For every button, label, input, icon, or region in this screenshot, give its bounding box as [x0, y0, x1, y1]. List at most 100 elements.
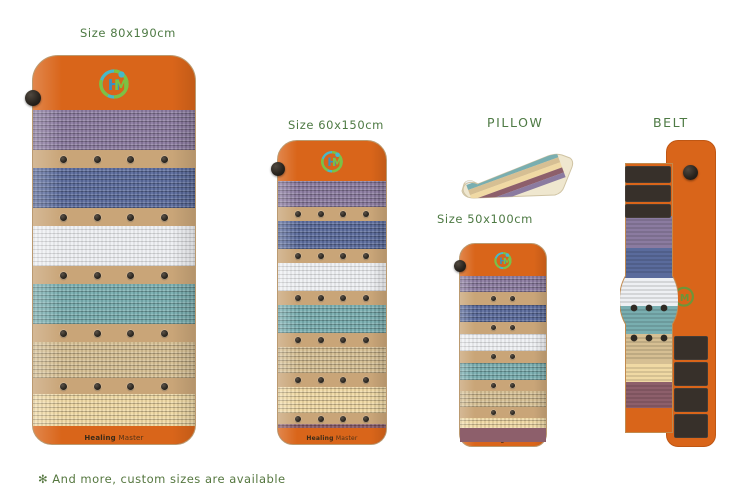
band-purple — [33, 110, 195, 150]
pillow-illustration — [461, 153, 574, 199]
dot-row — [33, 212, 195, 222]
size-label-mat-medium: Size 60x150cm — [288, 118, 384, 132]
size-label-mat-small: Size 50x100cm — [437, 212, 533, 226]
custom-sizes-caption: ✻ And more, custom sizes are available — [38, 472, 286, 486]
stone-dot — [59, 213, 67, 221]
stone-dot — [490, 354, 496, 359]
stone-dot — [93, 382, 101, 390]
product-mat-small[interactable]: H M — [454, 243, 547, 447]
dot-row — [460, 353, 546, 360]
velcro-strip — [674, 414, 708, 438]
stone-dot — [363, 416, 370, 422]
mat-head-panel: H M — [33, 56, 195, 110]
stone-dot — [363, 253, 370, 259]
dot-row — [460, 295, 546, 302]
power-connector-knob[interactable] — [683, 165, 698, 180]
product-pillow[interactable] — [452, 140, 577, 202]
stone-dot — [161, 155, 169, 163]
band-khaki — [33, 342, 195, 378]
mat-body: H M — [459, 243, 547, 447]
stone-dot — [363, 211, 370, 217]
band-slate-blue — [33, 168, 195, 208]
svg-text:M: M — [114, 78, 128, 94]
velcro-strip — [625, 204, 671, 218]
stone-dot — [340, 416, 347, 422]
dot-row — [278, 376, 386, 384]
stone-dot — [59, 155, 67, 163]
velcro-strip — [674, 388, 708, 412]
stone-dot — [93, 329, 101, 337]
stone-dot — [363, 377, 370, 383]
stone-dot — [294, 211, 301, 217]
band-white — [460, 334, 546, 351]
svg-text:M: M — [503, 256, 511, 266]
product-mat-medium[interactable]: H M — [271, 140, 387, 445]
band-khaki — [460, 391, 546, 407]
hm-monogram-logo: H M — [494, 252, 512, 270]
dot-row — [460, 324, 546, 331]
stone-dot — [294, 253, 301, 259]
stone-dot — [317, 377, 324, 383]
stone-dot — [127, 382, 135, 390]
band-khaki — [278, 347, 386, 373]
stone-dot — [294, 295, 301, 301]
band-light-yellow — [33, 394, 195, 428]
stone-dot — [59, 271, 67, 279]
dot-row — [33, 270, 195, 280]
stone-dot — [317, 211, 324, 217]
stone-dot — [59, 382, 67, 390]
svg-text:M: M — [332, 157, 342, 169]
stone-dot — [340, 211, 347, 217]
stone-dot — [127, 155, 135, 163]
dot-row — [278, 294, 386, 302]
band-teal — [33, 284, 195, 324]
stone-dot — [161, 382, 169, 390]
stone-dot — [317, 337, 324, 343]
stone-dot — [490, 296, 496, 301]
brand-footer: Healing Master — [84, 434, 144, 442]
svg-text:M: M — [680, 293, 690, 304]
stone-dot — [317, 295, 324, 301]
velcro-strip — [625, 166, 671, 183]
mat-head-panel: H M — [278, 141, 386, 181]
stone-dot — [490, 325, 496, 330]
velcro-strip — [674, 336, 708, 360]
band-teal — [278, 305, 386, 333]
dot-row — [278, 252, 386, 260]
type-label-belt: BELT — [653, 115, 689, 130]
stone-dot — [127, 329, 135, 337]
band-white — [33, 226, 195, 266]
stone-dot — [317, 253, 324, 259]
velcro-strip — [625, 185, 671, 202]
mat-foot-panel: Healing Master — [33, 426, 195, 444]
stone-dot — [93, 213, 101, 221]
product-mat-large[interactable]: H M — [25, 55, 196, 445]
stone-dot — [340, 377, 347, 383]
stone-dot — [340, 253, 347, 259]
power-connector-knob[interactable] — [454, 260, 466, 272]
stone-dot — [93, 271, 101, 279]
stone-dot — [294, 416, 301, 422]
stone-dot — [93, 155, 101, 163]
power-connector-knob[interactable] — [25, 90, 41, 106]
band-slate-blue — [460, 305, 546, 322]
band-wine — [460, 428, 546, 442]
stone-dot — [317, 416, 324, 422]
stone-dot — [294, 377, 301, 383]
stone-dot — [59, 329, 67, 337]
velcro-strip — [674, 362, 708, 386]
product-belt[interactable]: M — [614, 140, 744, 450]
size-label-mat-large: Size 80x190cm — [80, 26, 176, 40]
stone-dot — [363, 337, 370, 343]
stone-dot — [510, 383, 516, 388]
stone-dot — [363, 295, 370, 301]
stone-dot — [490, 410, 496, 415]
stone-dot — [340, 337, 347, 343]
power-connector-knob[interactable] — [271, 162, 285, 176]
band-white — [278, 263, 386, 291]
stone-dot — [510, 296, 516, 301]
mat-foot-panel: Healing Master — [278, 428, 386, 444]
stone-dot — [510, 325, 516, 330]
belt-front-strap — [620, 158, 678, 438]
